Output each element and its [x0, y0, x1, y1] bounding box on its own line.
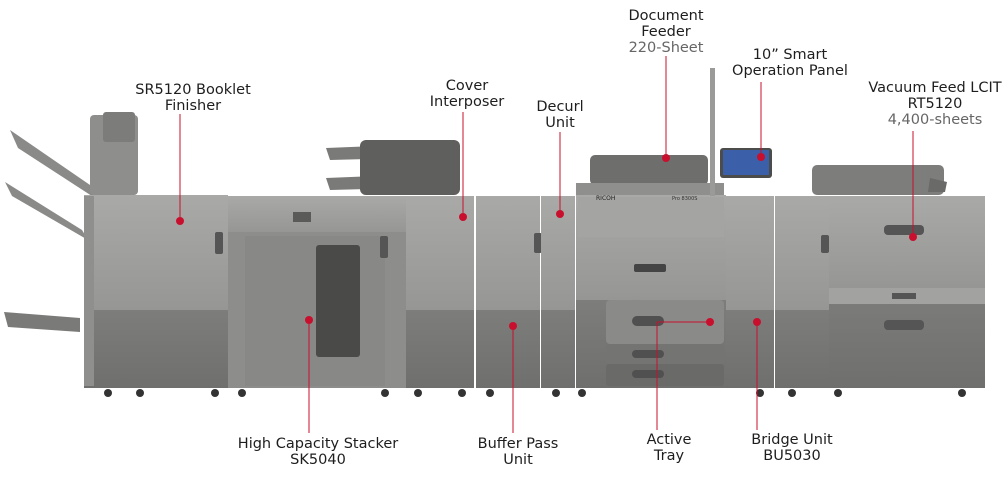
- dot-document-feeder: [662, 154, 670, 162]
- dot-decurl-unit: [556, 210, 564, 218]
- dot-cover-interposer: [459, 213, 467, 221]
- dot-smart-panel: [757, 153, 765, 161]
- smart-panel-device: [710, 68, 772, 196]
- interposer-unit: [326, 140, 474, 397]
- stacker-unit: [228, 196, 406, 397]
- dot-booklet-finisher: [176, 217, 184, 225]
- buffer-pass-housing: [476, 196, 542, 397]
- dot-buffer-pass-unit: [509, 322, 517, 330]
- booklet-finisher-unit: [4, 112, 228, 397]
- main-engine: RICOH Pro 8300S: [576, 155, 726, 397]
- callout-dots: [176, 153, 917, 330]
- dot-active-tray: [706, 318, 714, 326]
- brand-left: RICOH: [596, 195, 615, 202]
- dot-bridge-unit: [753, 318, 761, 326]
- brand-right: Pro 8300S: [672, 196, 697, 202]
- bridge-housing: [726, 196, 774, 397]
- lcit-unit: [812, 165, 985, 397]
- callout-lines: [179, 56, 914, 433]
- decurl-housing: [541, 196, 575, 397]
- dot-high-capacity-stacker: [305, 316, 313, 324]
- dot-vacuum-lcit: [909, 233, 917, 241]
- connector-housing: [775, 196, 829, 397]
